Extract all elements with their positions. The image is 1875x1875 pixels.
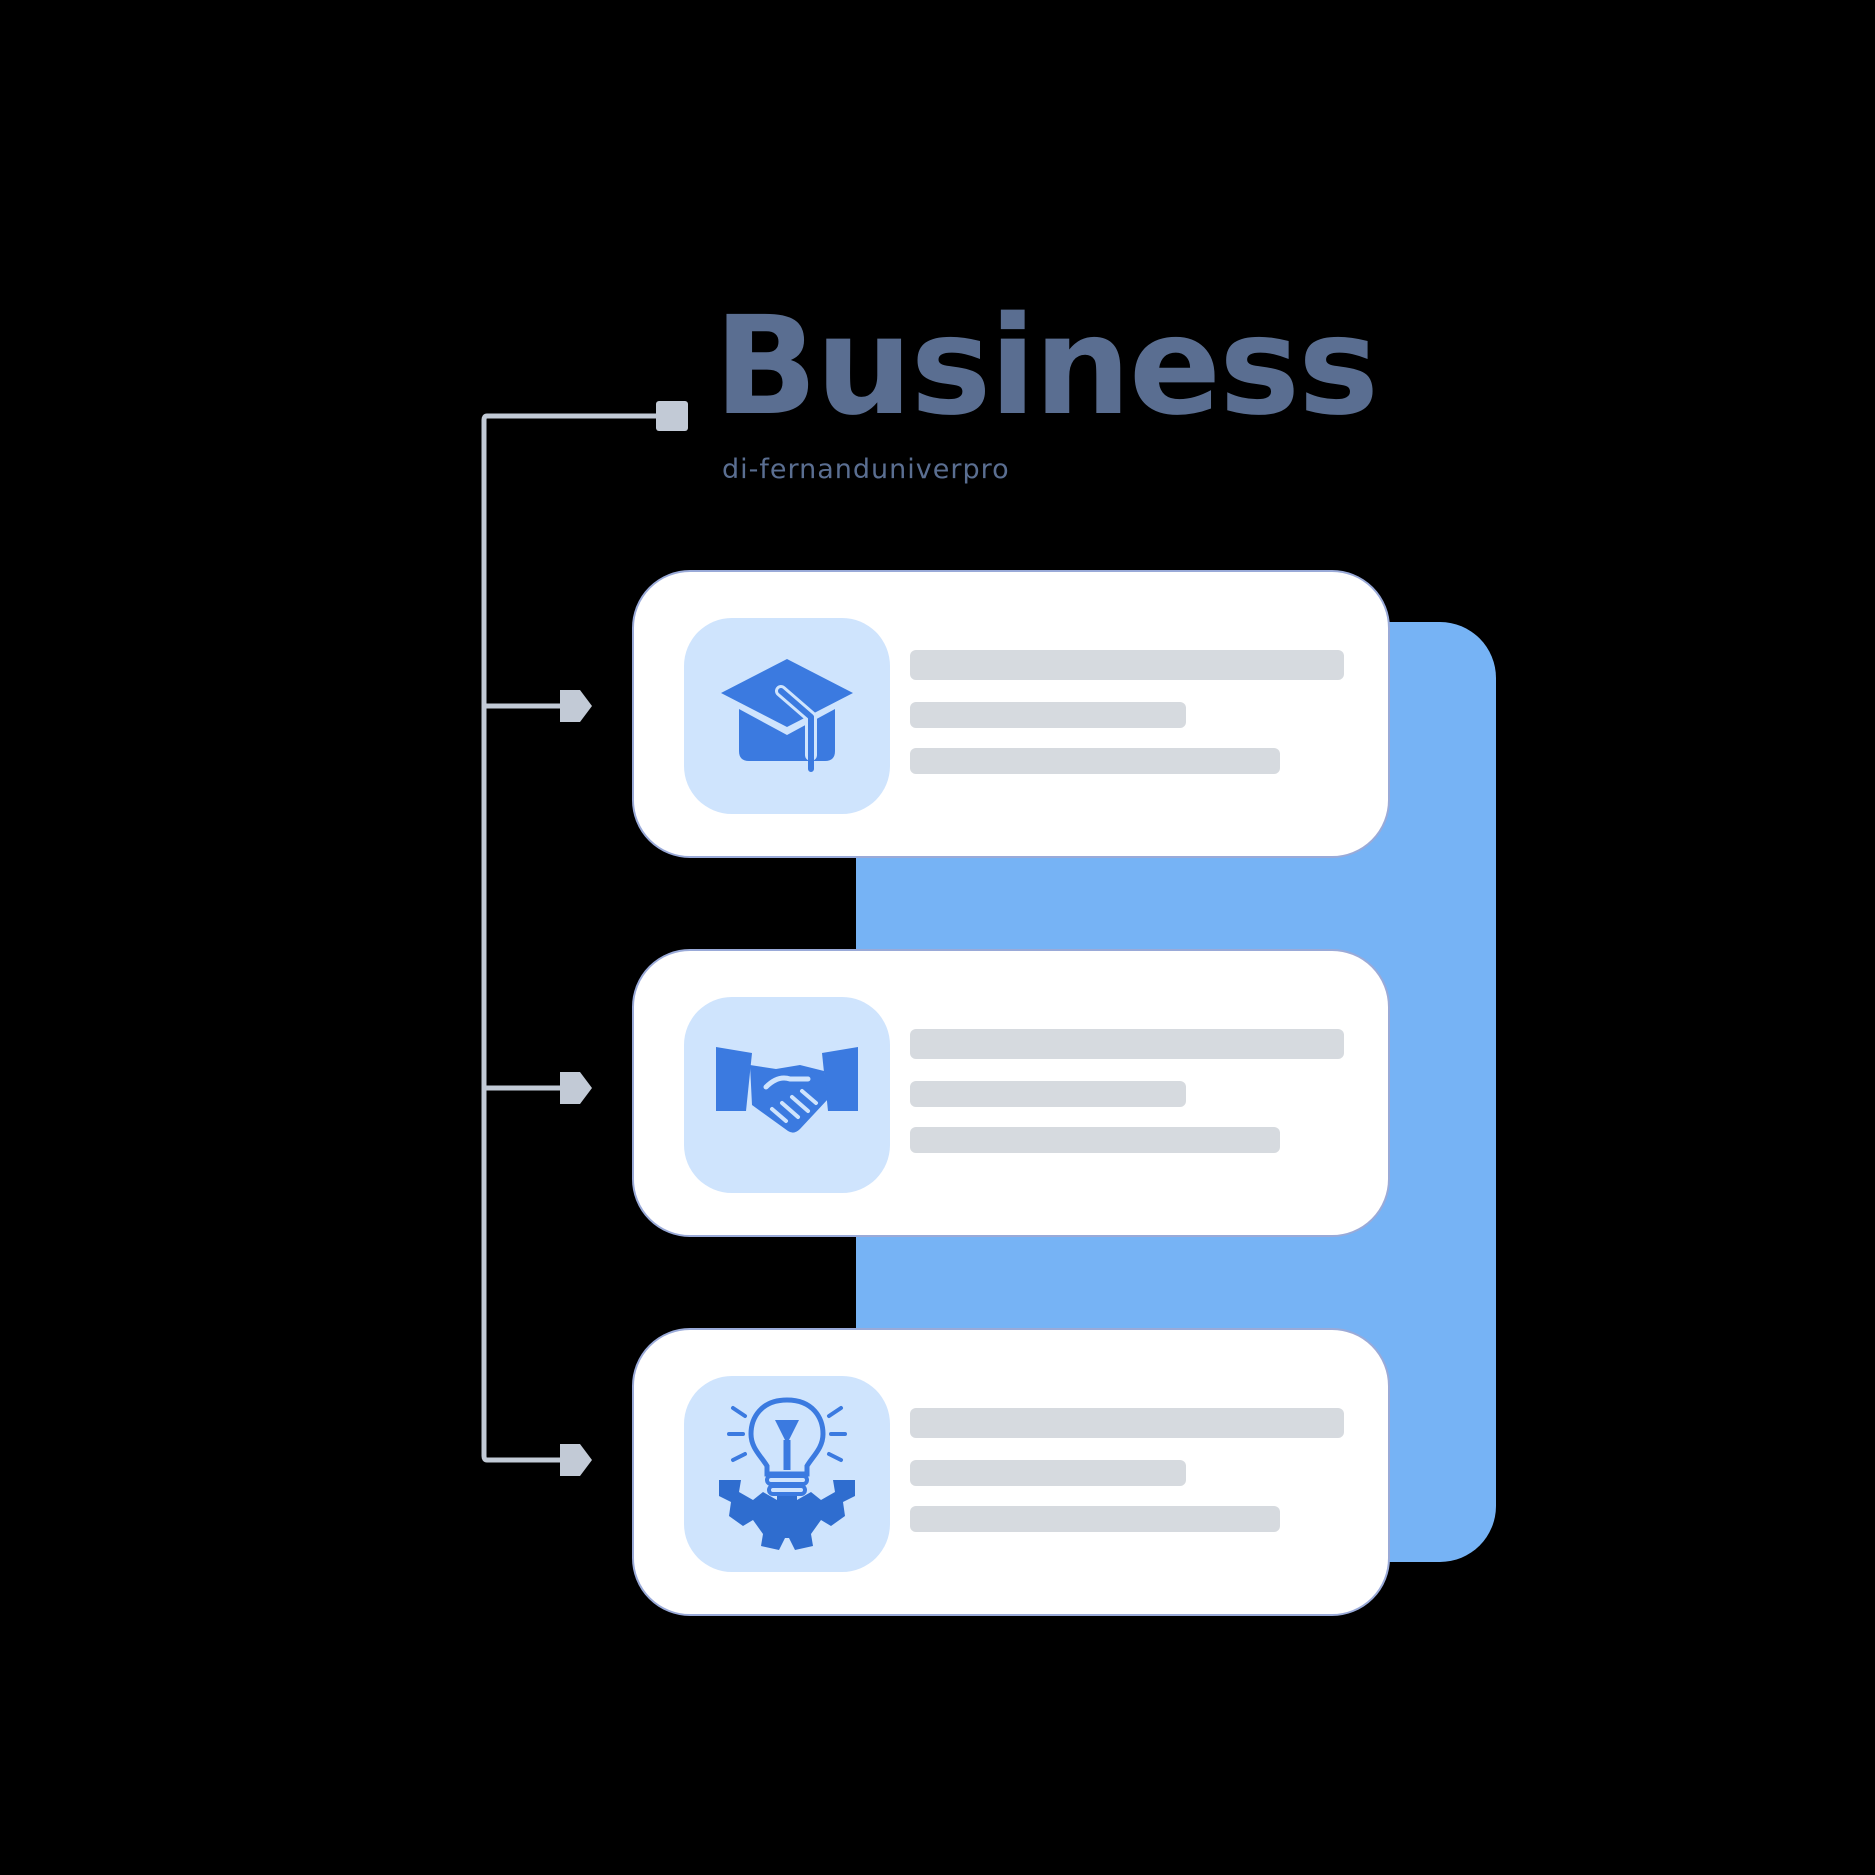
placeholder-line [910,1081,1186,1107]
item-card-1 [632,570,1390,858]
placeholder-line [910,1460,1186,1486]
placeholder-line [910,1127,1280,1153]
item-card-2 [632,949,1390,1237]
diagram-title: Business [714,288,1379,446]
placeholder-line [910,702,1186,728]
connector-node-title [656,401,688,431]
connector-node-1 [560,690,592,722]
connector-node-2 [560,1072,592,1104]
connector-node-3 [560,1444,592,1476]
placeholder-line [910,1408,1344,1438]
diagram-subtitle: di-fernanduniverpro [722,454,1010,485]
placeholder-line [910,1029,1344,1059]
icon-tile [684,997,890,1193]
handshake-icon [716,1047,858,1133]
placeholder-line [910,748,1280,774]
graduation-cap-icon [721,659,853,772]
connector-trunk [481,413,669,1463]
icon-tile [684,618,890,814]
lightbulb-gear-icon [719,1397,855,1550]
item-card-3 [632,1328,1390,1616]
placeholder-line [910,650,1344,680]
placeholder-line [910,1506,1280,1532]
icon-tile [684,1376,890,1572]
